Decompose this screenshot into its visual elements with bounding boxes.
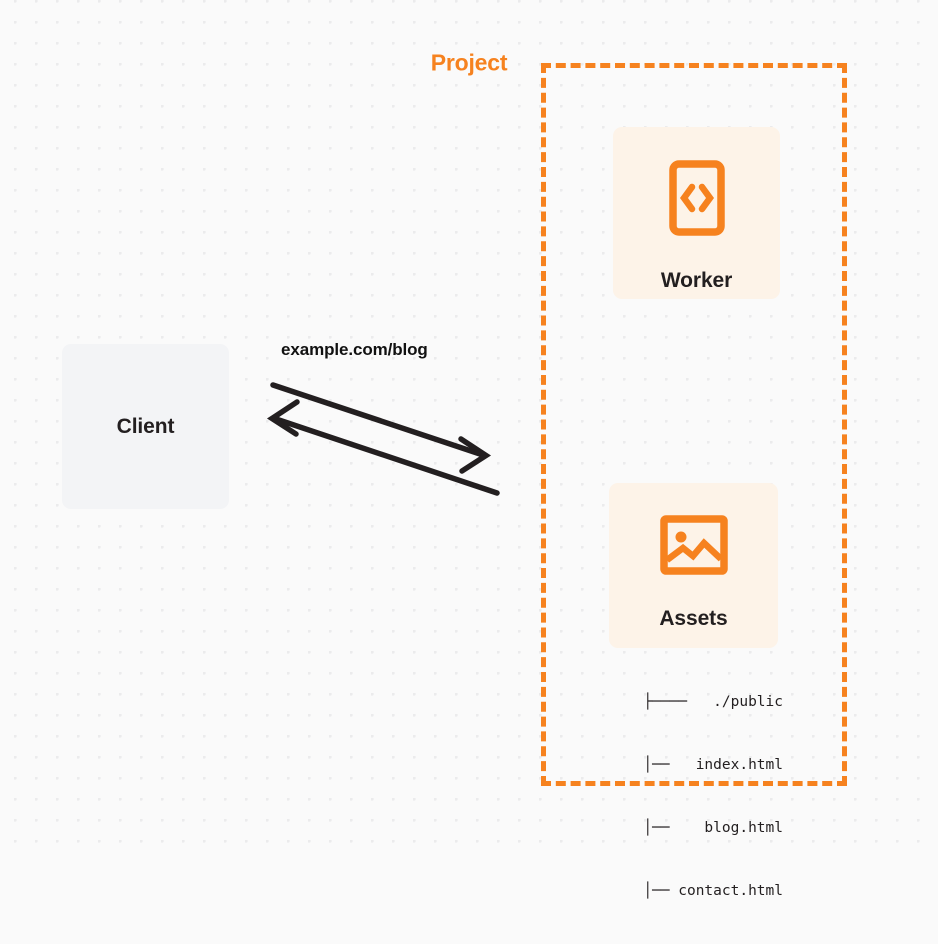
- file-tree-row: │── blog.html: [634, 820, 783, 836]
- file-tree-row: ├──── ./public: [643, 694, 783, 710]
- worker-node-label: Worker: [660, 269, 733, 292]
- code-brackets-icon: [668, 160, 725, 241]
- image-icon: [659, 515, 728, 580]
- assets-file-tree: ├──── ./public │── index.html │── blog.h…: [588, 650, 783, 944]
- client-node-label: Client: [116, 415, 175, 438]
- request-url-label: example.com/blog: [281, 340, 428, 359]
- assets-node-label: Assets: [659, 607, 728, 630]
- diagram-canvas: Client example.com/blog Project Worker: [0, 0, 938, 899]
- response-arrow-incoming: [266, 399, 500, 496]
- file-tree-row: │── contact.html: [634, 883, 783, 899]
- worker-node[interactable]: Worker: [613, 127, 780, 299]
- project-boundary-label: Project: [423, 51, 515, 75]
- request-response-arrows: [266, 382, 500, 496]
- assets-node[interactable]: Assets: [609, 483, 778, 648]
- project-boundary: [541, 63, 847, 786]
- client-node[interactable]: Client: [62, 344, 229, 509]
- request-arrow-outgoing: [270, 382, 492, 474]
- file-tree-row: │── index.html: [634, 757, 783, 773]
